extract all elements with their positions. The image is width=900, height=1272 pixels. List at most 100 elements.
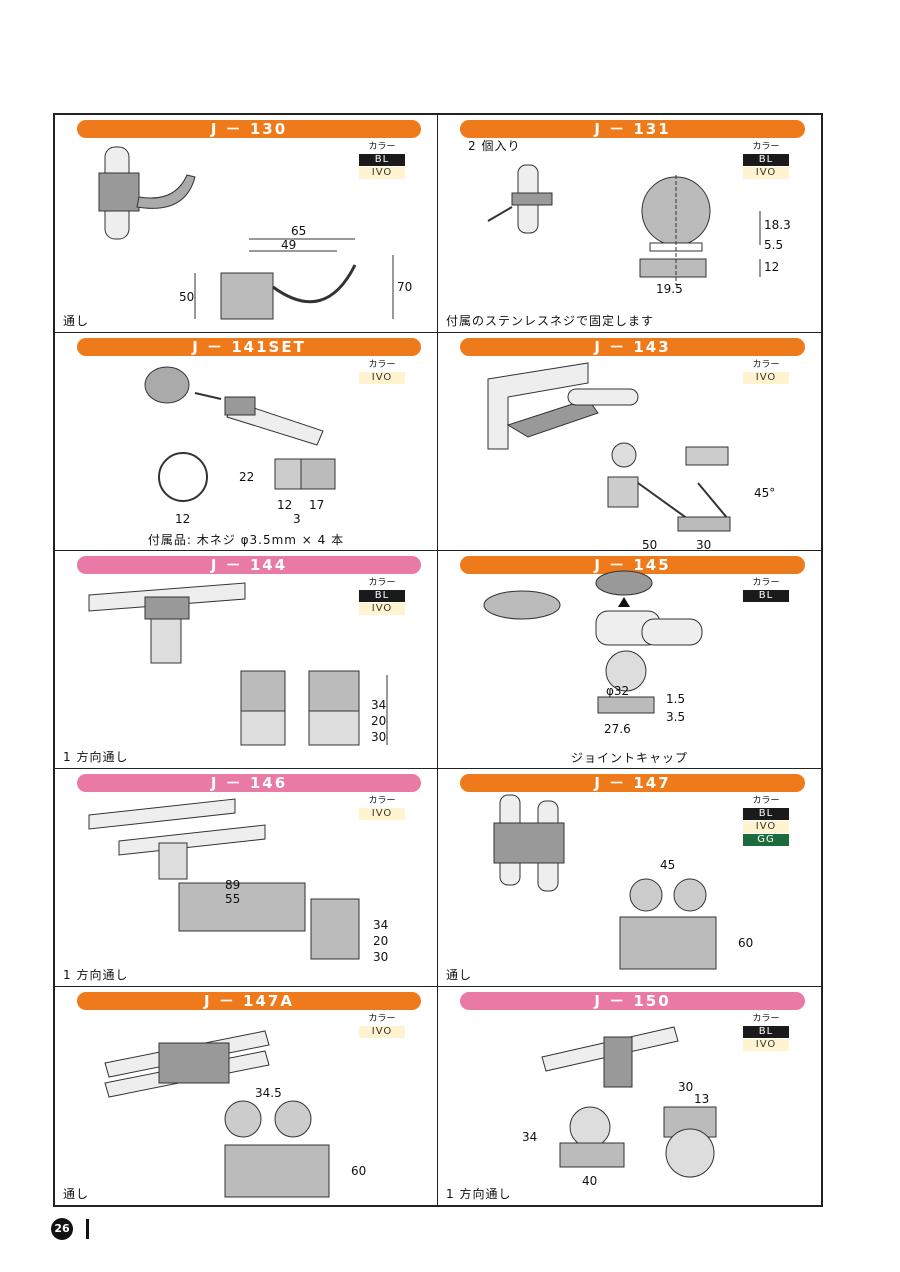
dimension-label: 19.5 [656, 282, 683, 296]
dimension-label: 45 [660, 858, 675, 872]
product-cell-j147a: J － 147A カラー IVO 34.5 60 通し [55, 987, 438, 1205]
product-note: 通し [63, 314, 90, 328]
color-swatch-ivo: IVO [743, 167, 789, 179]
color-options: カラー BL IVO [743, 1013, 789, 1051]
dimension-label: 20 [373, 934, 388, 948]
dimension-label: 50 [642, 538, 657, 551]
dimension-label: 49 [281, 238, 296, 252]
color-options: カラー BL IVO [743, 141, 789, 179]
dimension-label: 12 [277, 498, 292, 512]
dimension-label: 30 [696, 538, 711, 551]
product-cell-j130: J － 130 カラー BL IVO 65 49 50 70 通し [55, 115, 438, 333]
product-note: 通し [446, 968, 473, 982]
color-label: カラー [368, 796, 396, 806]
product-subtitle: 2 個入り [468, 139, 521, 153]
color-swatch-ivo: IVO [743, 821, 789, 833]
product-title: J － 145 [460, 556, 805, 574]
color-options: カラー IVO [359, 795, 405, 820]
color-swatch-ivo: IVO [743, 372, 789, 384]
dimension-label: 60 [738, 936, 753, 950]
product-illustration: 34 20 30 [88, 582, 388, 746]
dimension-label: 45° [754, 486, 775, 500]
product-cell-j131: J － 131 2 個入り カラー BL IVO 18.3 5.5 12 19.… [438, 115, 821, 333]
dimension-label: 3 [293, 512, 301, 526]
color-label: カラー [752, 1014, 780, 1024]
dimension-label: 34 [373, 918, 388, 932]
dimension-label: 70 [397, 280, 412, 294]
dimension-label: 55 [225, 892, 240, 906]
color-swatch-bl: BL [743, 808, 789, 820]
dimension-label: 65 [291, 224, 306, 238]
color-swatch-ivo: IVO [743, 1039, 789, 1051]
color-swatch-bl: BL [743, 154, 789, 166]
color-label: カラー [368, 1014, 396, 1024]
product-note: 1 方向通し [63, 750, 129, 764]
product-illustration: 45° 50 30 [487, 362, 775, 551]
product-title: J － 131 [460, 120, 805, 138]
page-number-bar [86, 1219, 89, 1239]
color-label: カラー [752, 796, 780, 806]
color-options: カラー BL IVO [359, 141, 405, 179]
product-title: J － 143 [460, 338, 805, 356]
product-grid: J － 130 カラー BL IVO 65 49 50 70 通し J － 13… [53, 113, 823, 1207]
product-note: 付属品: 木ネジ φ3.5mm × 4 本 [147, 533, 345, 547]
color-swatch-gg: GG [743, 834, 789, 846]
color-options: カラー BL [743, 577, 789, 602]
product-illustration: 89 55 34 20 30 [88, 798, 388, 964]
dimension-label: 40 [582, 1174, 597, 1188]
product-cell-j150: J － 150 カラー BL IVO 30 13 34 40 1 方向通し [438, 987, 821, 1205]
dimension-label: 27.6 [604, 722, 631, 736]
color-label: カラー [368, 142, 396, 152]
dimension-label: 34 [522, 1130, 537, 1144]
color-swatch-ivo: IVO [359, 603, 405, 615]
product-title: J － 147 [460, 774, 805, 792]
product-illustration: 34.5 60 [104, 1030, 366, 1198]
product-illustration: 65 49 50 70 [98, 146, 412, 320]
product-illustration: φ32 1.5 3.5 27.6 [483, 570, 703, 736]
dimension-label: 22 [239, 470, 254, 484]
product-cell-j145: J － 145 カラー BL φ32 1.5 3.5 27.6 ジョイントキャッ… [438, 551, 821, 769]
product-illustration: 30 13 34 40 [522, 1026, 717, 1188]
dimension-label: φ32 [606, 684, 629, 698]
color-options: カラー BL IVO GG [743, 795, 789, 846]
color-swatch-bl: BL [743, 1026, 789, 1038]
product-title: J － 150 [460, 992, 805, 1010]
product-title: J － 144 [77, 556, 421, 574]
color-options: カラー IVO [359, 1013, 405, 1038]
color-options: カラー BL IVO [359, 577, 405, 615]
product-illustration: 45 60 [493, 794, 753, 970]
product-cell-j143: J － 143 カラー IVO 45° 50 30 [438, 333, 821, 551]
color-swatch-ivo: IVO [359, 808, 405, 820]
product-title: J － 147A [77, 992, 421, 1010]
dimension-label: 30 [371, 730, 386, 744]
dimension-label: 13 [694, 1092, 709, 1106]
dimension-label: 30 [373, 950, 388, 964]
color-swatch-ivo: IVO [359, 372, 405, 384]
dimension-label: 12 [764, 260, 779, 274]
dimension-label: 12 [175, 512, 190, 526]
product-cell-j141set: J － 141SET カラー IVO 22 12 12 3 17 付属品: 木ネ… [55, 333, 438, 551]
product-note: 通し [63, 1187, 90, 1201]
color-label: カラー [752, 578, 780, 588]
dimension-label: 20 [371, 714, 386, 728]
dimension-label: 34.5 [255, 1086, 282, 1100]
product-note: ジョイントキャップ [570, 751, 688, 765]
product-title: J － 141SET [77, 338, 421, 356]
dimension-label: 89 [225, 878, 240, 892]
page-number: 26 [51, 1218, 73, 1240]
dimension-label: 34 [371, 698, 386, 712]
product-title: J － 130 [77, 120, 421, 138]
product-note: 付属のステンレスネジで固定します [446, 314, 655, 328]
dimension-label: 30 [678, 1080, 693, 1094]
color-swatch-bl: BL [359, 590, 405, 602]
dimension-label: 50 [179, 290, 194, 304]
dimension-label: 3.5 [666, 710, 685, 724]
product-cell-j147: J － 147 カラー BL IVO GG 45 60 通し [438, 769, 821, 987]
product-note: 1 方向通し [446, 1187, 512, 1201]
product-cell-j144: J － 144 カラー BL IVO 34 20 30 1 方向通し [55, 551, 438, 769]
product-illustration: 22 12 12 3 17 [144, 366, 336, 526]
product-illustration: 18.3 5.5 12 19.5 [487, 164, 791, 296]
dimension-label: 5.5 [764, 238, 783, 252]
color-swatch-bl: BL [359, 154, 405, 166]
color-label: カラー [368, 360, 396, 370]
